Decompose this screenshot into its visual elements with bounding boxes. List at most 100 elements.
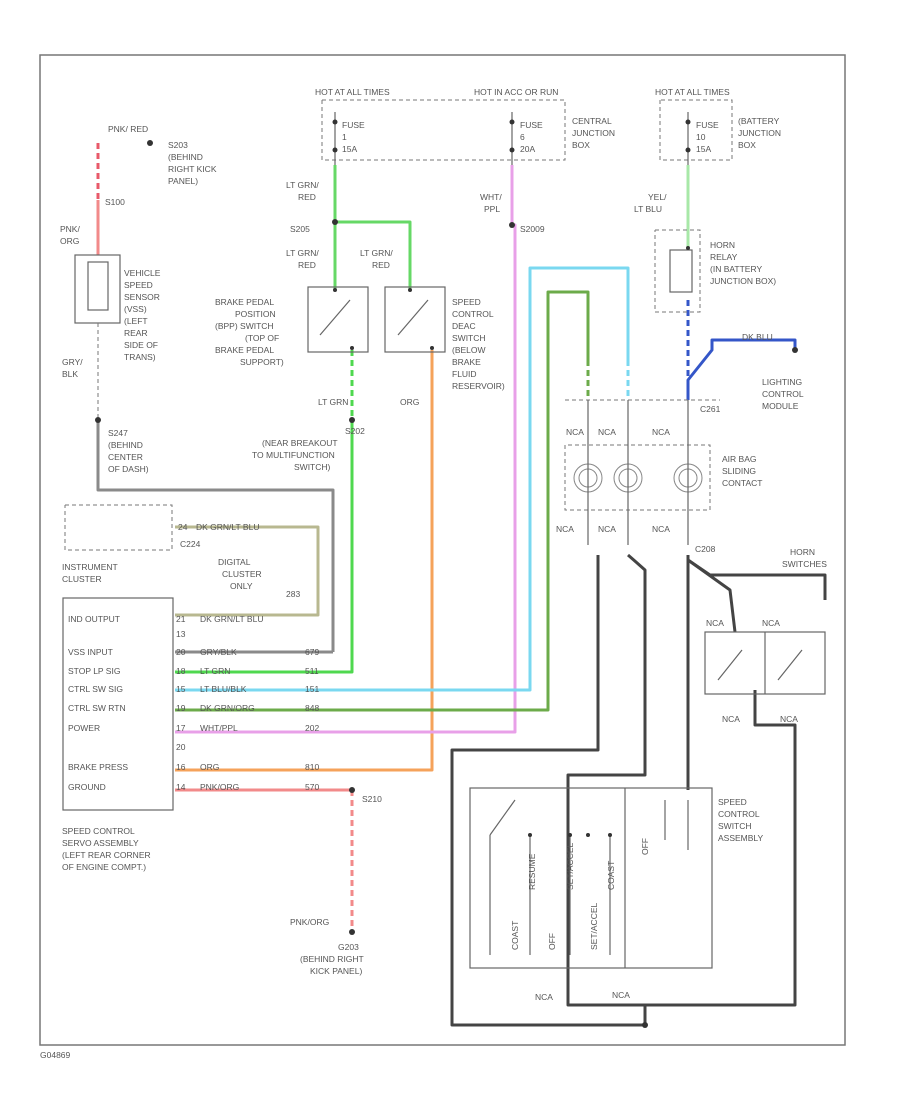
fuse-1-name: FUSE [342,120,365,130]
s203-label-2: (BEHIND [168,152,203,162]
servo-row-name: BRAKE PRESS [68,762,128,772]
deac-label-3: DEAC [452,321,476,331]
pnk-org-label-2: ORG [60,236,79,246]
horn-relay-label-1: HORN [710,240,735,250]
switch-label-1: SET/ACCEL [565,842,575,890]
ltgrn-red-3-b: RED [372,260,390,270]
n283-label: 283 [286,589,300,599]
vss-label-3: SENSOR [124,292,160,302]
bpp-label-2: POSITION [235,309,276,319]
digital-label-1: DIGITAL [218,557,251,567]
c202-label-3: SWITCH) [294,462,331,472]
switch-label-2: COAST [606,861,616,890]
cjb-label-3: BOX [572,140,590,150]
s210-label: S210 [362,794,382,804]
cluster-wire-label: DK GRN/LT BLU [196,522,259,532]
servo-row-pin: 18 [176,666,186,676]
scsa-label-4: ASSEMBLY [718,833,764,843]
horn-relay-label-3: (IN BATTERY [710,264,762,274]
deac-label-8: RESERVOIR) [452,381,505,391]
g203-label-1: G203 [338,942,359,952]
wire-dk-blu [686,338,797,400]
servo-row-pin: 16 [176,762,186,772]
scsa-label-2: CONTROL [718,809,760,819]
switch-assembly-box [469,787,713,969]
bpp-label-5: BRAKE PEDAL [215,345,274,355]
nca-bottom-1: NCA [535,992,553,1002]
g203-label-3: KICK PANEL) [310,966,362,976]
wht-ppl-label-1: WHT/ [480,192,502,202]
fuse-3-amp: 15A [696,144,711,154]
horn-relay-outline [654,229,701,313]
lt-grn-label: LT GRN [318,397,348,407]
cjb-label-1: CENTRAL [572,116,612,126]
s247-label-4: OF DASH) [108,464,149,474]
gry-blk-label-2: BLK [62,369,78,379]
servo-row-pin: 17 [176,723,186,733]
vss-label-5: (LEFT [124,316,148,326]
servo-row-pin: 19 [176,703,186,713]
servo-row-wire: GRY/BLK [200,647,237,657]
s247-label-3: CENTER [108,452,143,462]
fuse-3-name: FUSE [696,120,719,130]
deac-label-5: (BELOW [452,345,486,355]
airbag-label-2: SLIDING [722,466,756,476]
servo-row-pin: 21 [176,614,186,624]
scsa-label-1: SPEED [718,797,747,807]
wire-ltgrn-stop-lp [175,420,354,674]
horn-switch-box: NCA NCA NCA NCA [704,618,826,724]
servo-row-wire: WHT/PPL [200,723,238,733]
servo-row-num: 151 [305,684,319,694]
servo-row-wire: ORG [200,762,219,772]
s203-label-4: PANEL) [168,176,198,186]
digital-cluster-outline [64,504,173,551]
c208-label: C208 [695,544,716,554]
airbag-label-3: CONTACT [722,478,762,488]
footer-code: G04869 [40,1050,71,1060]
ltgrn-red-2-b: RED [298,260,316,270]
airbag-label-1: AIR BAG [722,454,756,464]
switch-cap-1: OFF [547,933,557,950]
servo-label-3: (LEFT REAR CORNER [62,850,151,860]
diagram-frame [39,54,846,1046]
servo-row-wire: DK GRN/ORG [200,703,255,713]
s247-label-1: S247 [108,428,128,438]
central-junction-box-outline [321,99,566,161]
bpp-label-4: (TOP OF [245,333,279,343]
servo-row-name: STOP LP SIG [68,666,120,676]
ltgrn-red-1-a: LT GRN/ [286,180,319,190]
brake-switches: LT GRN/ RED S205 LT GRN/ RED LT GRN/ RED… [215,180,505,472]
nca-bottom-2: NCA [612,990,630,1000]
vss-box [74,254,121,324]
instrument-cluster-label-1: INSTRUMENT [62,562,118,572]
deac-label-4: SWITCH [452,333,486,343]
servo-row-name: IND OUTPUT [68,614,120,624]
s2009-label: S2009 [520,224,545,234]
vss-label-8: TRANS) [124,352,156,362]
vss-label-6: REAR [124,328,148,338]
lcm-label-2: CONTROL [762,389,804,399]
wire-dkgrn-org-ctrl-rtn [175,290,590,712]
s203-label-3: RIGHT KICK [168,164,217,174]
hot-label-3: HOT AT ALL TIMES [655,87,730,97]
ltgrn-red-3-a: LT GRN/ [360,248,393,258]
switch-label-off: OFF [640,838,650,855]
vss-label-1: VEHICLE [124,268,161,278]
servo-row-name: VSS INPUT [68,647,113,657]
fuse-area: HOT AT ALL TIMES HOT IN ACC OR RUN HOT A… [315,87,781,165]
deac-label-7: FLUID [452,369,477,379]
s203-label-1: S203 [168,140,188,150]
yel-ltblu-label-2: LT BLU [634,204,662,214]
wire-dkgrn-ltblu-cluster [175,525,320,617]
nca-horn-1: NCA [706,618,724,628]
lcm-label-3: MODULE [762,401,799,411]
nca-4: NCA [556,524,574,534]
servo-row-num: 511 [305,666,319,676]
horn-relay-label-4: JUNCTION BOX) [710,276,776,286]
servo-row-num: 570 [305,782,319,792]
scsa-label-3: SWITCH [718,821,752,831]
servo-row-wire: LT GRN [200,666,230,676]
digital-label-2: CLUSTER [222,569,262,579]
